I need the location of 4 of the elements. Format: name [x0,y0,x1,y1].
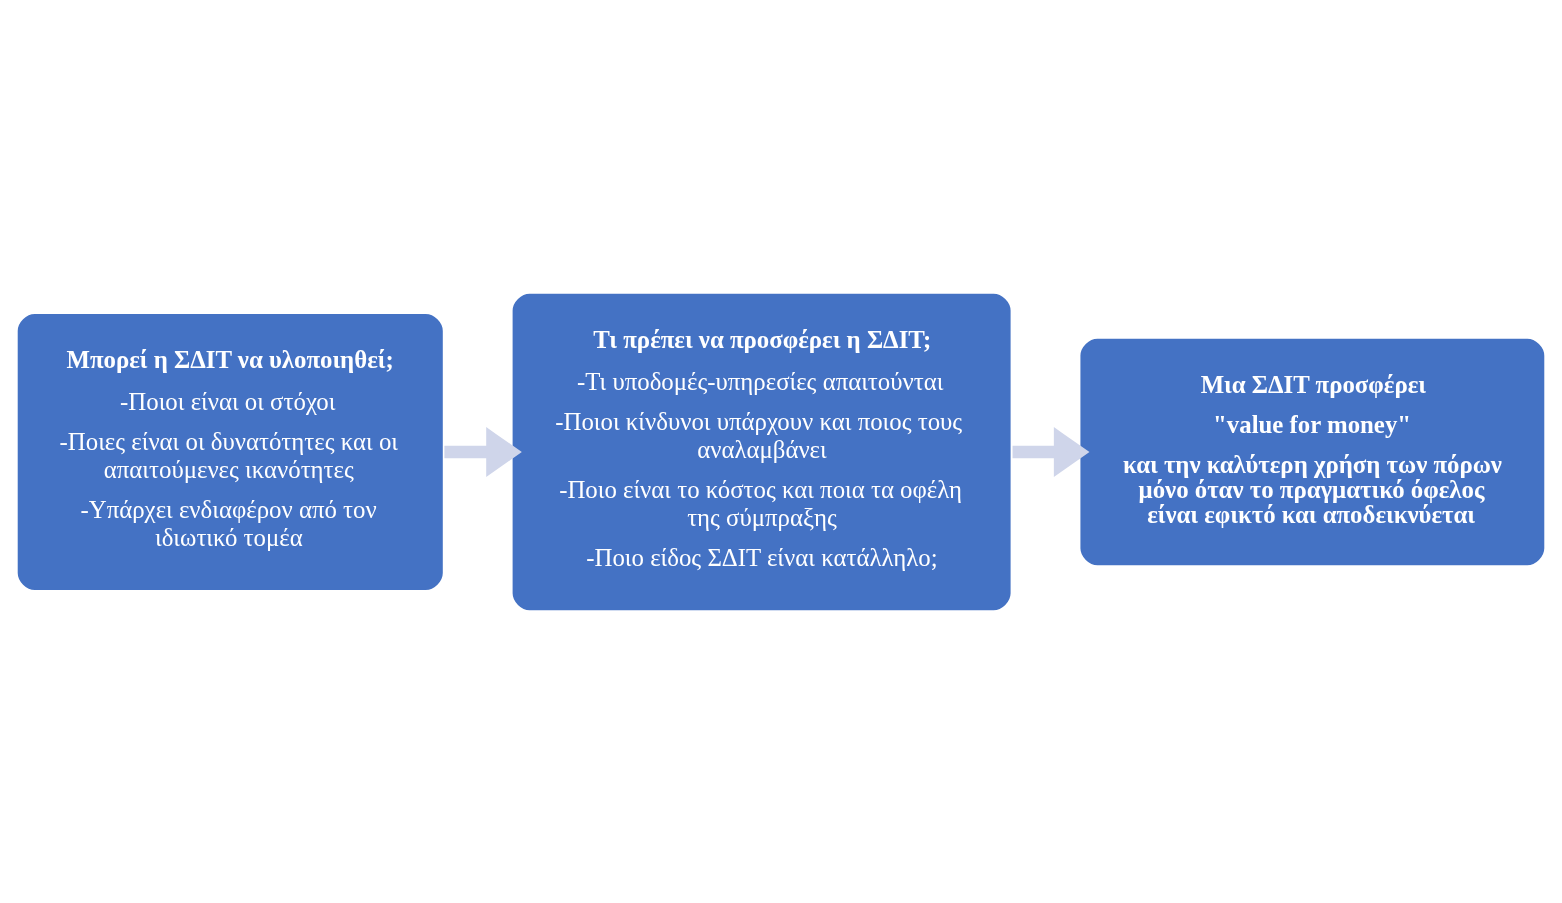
arrow [444,426,522,477]
arrow [1012,426,1090,477]
node-box: Τι πρέπει να προσφέρει η ΣΔΙΤ; -Τι υποδομές-υπηρεσίες απαιτούνται -Ποιοι κίνδυνοι υπάρχουν και ποιος τους αναλαμβάνει -Ποιο είναι το κόστος και ποια τα οφέλη της σύμπραξης -Ποιο είδος ΣΔΙΤ είναι κατάλληλο; [509,290,1014,613]
node-box: Μια ΣΔΙΤ προσφέρει "value for money" και την καλύτερη χρήση των πόρων μόνο όταν το πραγματικό όφελος είναι εφικτό και αποδεικνύεται [1077,335,1548,568]
